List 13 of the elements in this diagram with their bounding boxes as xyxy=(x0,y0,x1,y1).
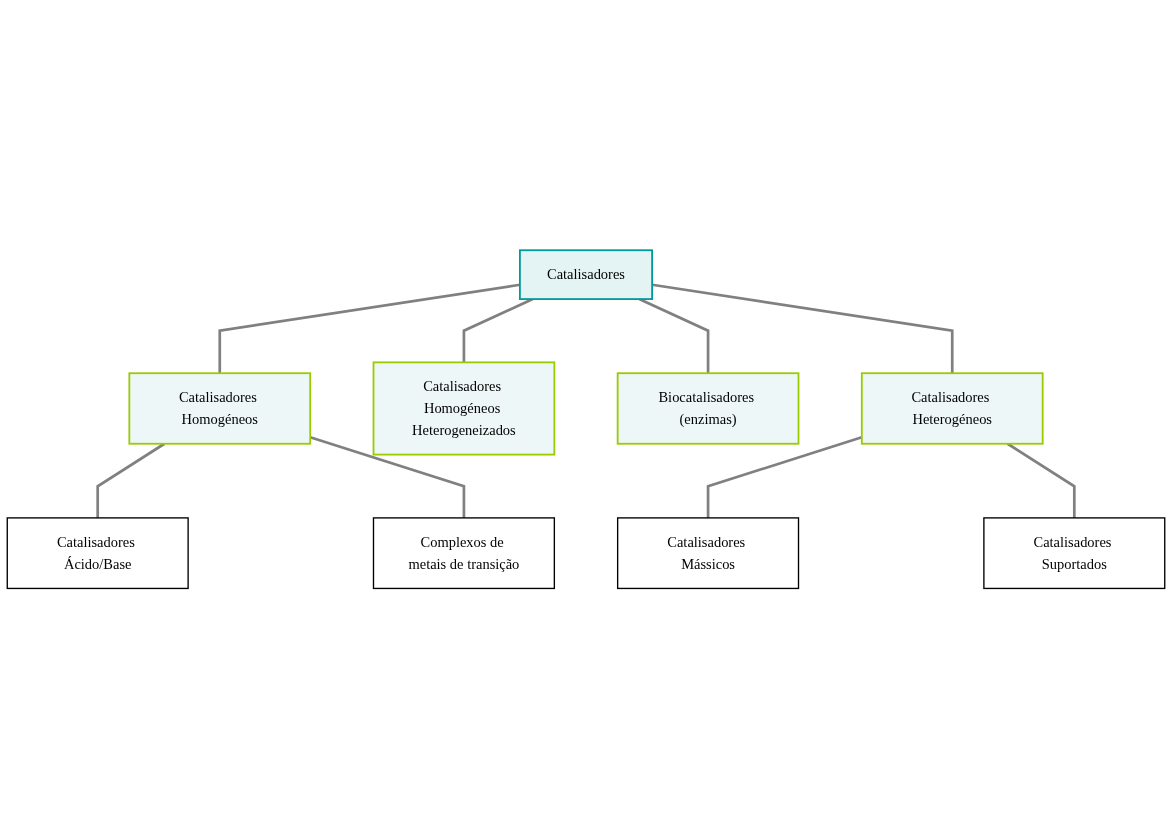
connector xyxy=(462,298,534,363)
node-box: Catalisadores Mássicos xyxy=(616,517,800,590)
connector xyxy=(638,298,710,374)
node-box: Catalisadores Homogéneos Heterogeneizados xyxy=(372,361,556,456)
node-box: Catalisadores Heterogéneos xyxy=(860,372,1044,445)
node-box: Complexos de metais de transição xyxy=(372,517,556,590)
connector xyxy=(96,442,166,519)
node-box: Catalisadores Homogéneos xyxy=(128,372,312,445)
node-box: Catalisadores Ácido/Base xyxy=(6,517,189,590)
node-box: Catalisadores Suportados xyxy=(983,517,1166,590)
node-box: Catalisadores xyxy=(519,249,653,301)
node-box: Biocatalisadores (enzimas) xyxy=(616,372,800,445)
connector xyxy=(1006,442,1076,519)
